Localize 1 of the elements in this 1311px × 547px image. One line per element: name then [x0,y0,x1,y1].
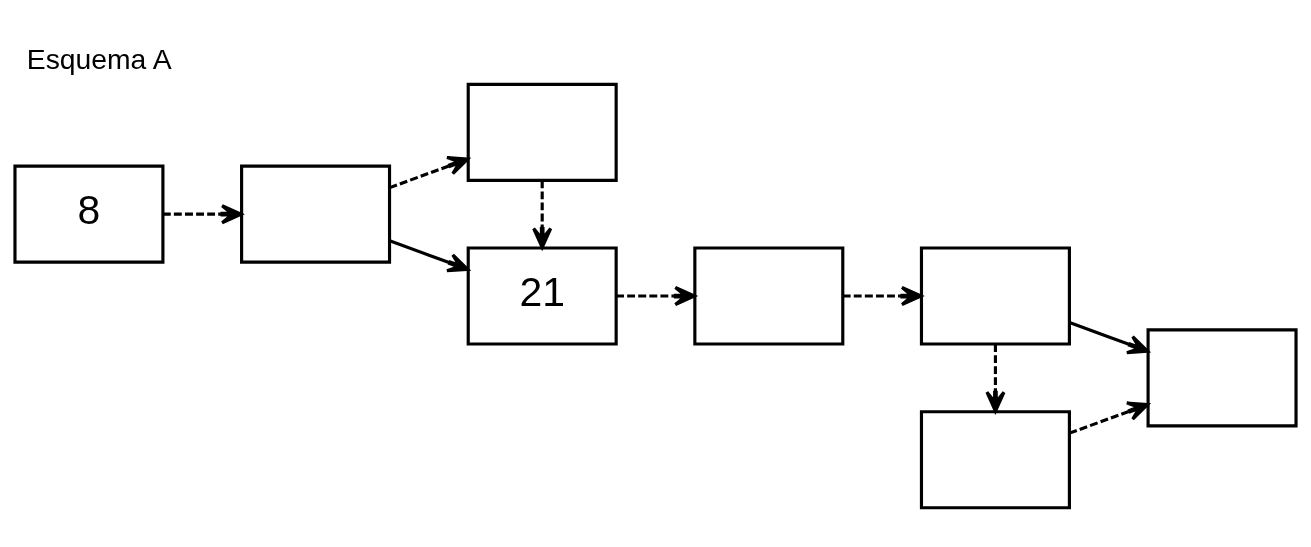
diagram-title: Esquema A [26,42,172,75]
